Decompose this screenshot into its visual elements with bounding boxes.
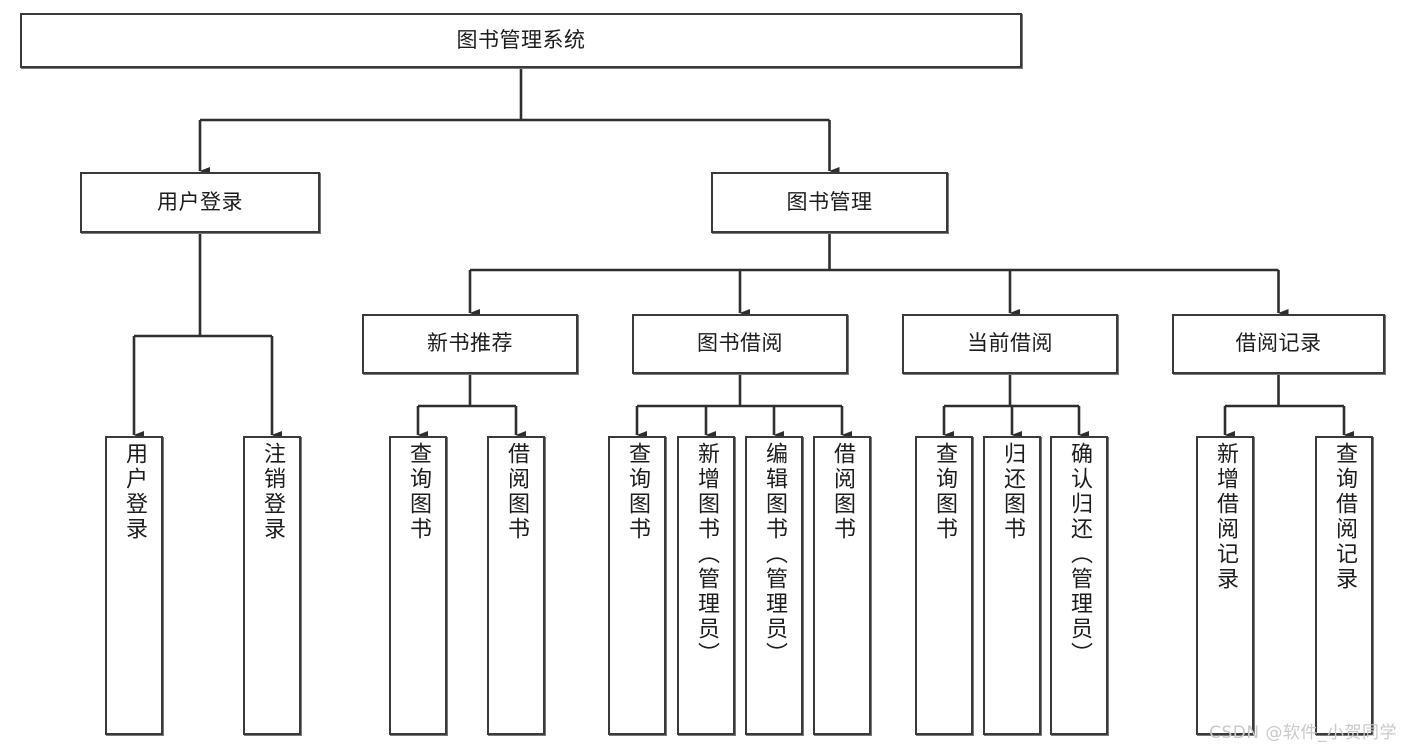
node-b_borrow[interactable]: 借阅图书	[813, 436, 871, 735]
node-label-b_add: 新增图书（管理员）	[694, 442, 719, 667]
node-label-newbook: 新书推荐	[427, 331, 513, 356]
watermark-text: CSDN @软件_小贺同学	[1209, 723, 1397, 743]
node-b_query[interactable]: 查询图书	[608, 436, 666, 735]
node-label-root: 图书管理系统	[456, 27, 586, 52]
node-label-records: 借阅记录	[1235, 331, 1322, 356]
node-label-current: 当前借阅	[967, 331, 1053, 356]
node-label-r_add: 新增借阅记录	[1213, 442, 1238, 592]
node-l_login[interactable]: 用户登录	[105, 436, 163, 735]
node-c_return[interactable]: 归还图书	[983, 436, 1041, 735]
node-b_add[interactable]: 新增图书（管理员）	[677, 436, 735, 735]
node-borrow[interactable]: 图书借阅	[632, 314, 848, 374]
node-label-bookmgr: 图书管理	[786, 189, 873, 214]
node-c_query[interactable]: 查询图书	[915, 436, 973, 735]
node-l_logout[interactable]: 注销登录	[243, 436, 301, 735]
node-label-c_return: 归还图书	[1000, 442, 1025, 542]
node-label-n_query: 查询图书	[406, 442, 431, 542]
node-label-b_borrow: 借阅图书	[830, 442, 855, 542]
node-bookmgr[interactable]: 图书管理	[711, 172, 948, 233]
node-label-r_query: 查询借阅记录	[1332, 442, 1357, 592]
node-label-c_confirm: 确认归还（管理员）	[1067, 442, 1092, 667]
node-root[interactable]: 图书管理系统	[20, 13, 1022, 68]
node-label-l_logout: 注销登录	[260, 442, 285, 542]
node-label-borrow: 图书借阅	[697, 331, 783, 356]
node-newbook[interactable]: 新书推荐	[362, 314, 578, 374]
node-label-n_borrow: 借阅图书	[504, 442, 529, 542]
node-login[interactable]: 用户登录	[80, 172, 320, 233]
node-n_query[interactable]: 查询图书	[389, 436, 447, 735]
node-b_edit[interactable]: 编辑图书（管理员）	[745, 436, 803, 735]
node-label-login: 用户登录	[157, 189, 243, 214]
node-label-l_login: 用户登录	[122, 442, 147, 542]
node-records[interactable]: 借阅记录	[1172, 314, 1385, 374]
node-label-b_query: 查询图书	[625, 442, 650, 542]
node-c_confirm[interactable]: 确认归还（管理员）	[1050, 436, 1108, 735]
node-r_query[interactable]: 查询借阅记录	[1315, 436, 1373, 735]
node-label-b_edit: 编辑图书（管理员）	[762, 442, 787, 667]
node-n_borrow[interactable]: 借阅图书	[487, 436, 545, 735]
node-label-c_query: 查询图书	[932, 442, 957, 542]
node-r_add[interactable]: 新增借阅记录	[1196, 436, 1254, 735]
node-current[interactable]: 当前借阅	[902, 314, 1118, 374]
